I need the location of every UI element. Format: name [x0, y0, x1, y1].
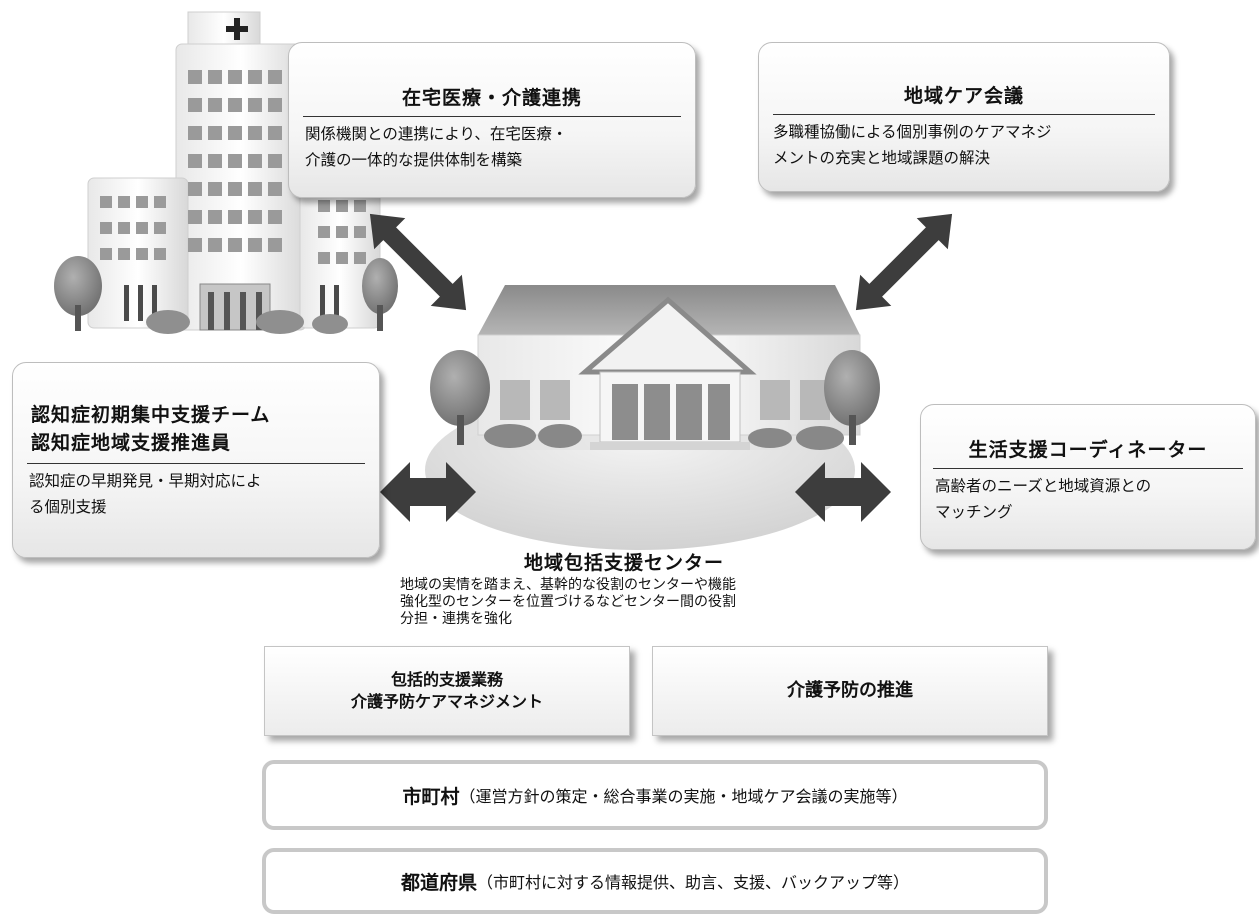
desc-line: 関係機関との連携により、在宅医療・ — [305, 125, 568, 143]
desc-line: 分担・連携を強化 — [400, 611, 512, 627]
divider — [933, 468, 1243, 469]
title-line: 認知症地域支援推進員 — [31, 432, 232, 454]
center-title: 地域包括支援センター — [524, 552, 725, 574]
municipality-bar: 市町村 （運営方針の策定・総合事業の実施・地域ケア会議の実施等） — [262, 760, 1048, 830]
double-headed-arrow-icon — [795, 462, 891, 522]
box-description: 関係機関との連携により、在宅医療・ 介護の一体的な提供体制を構築 — [289, 117, 695, 173]
community-care-meeting-box: 地域ケア会議 多職種協働による個別事例のケアマネジ メントの充実と地域課題の解決 — [758, 42, 1170, 192]
divider — [773, 114, 1155, 115]
box-description: 高齢者のニーズと地域資源との マッチング — [921, 469, 1255, 525]
desc-line: 多職種協働による個別事例のケアマネジ — [773, 123, 1052, 141]
title-line: 認知症初期集中支援チーム — [31, 404, 271, 426]
prefecture-label: 都道府県 — [400, 871, 477, 894]
service-label: 介護予防の推進 — [787, 680, 913, 701]
dementia-support-box: 認知症初期集中支援チーム 認知症地域支援推進員 認知症の早期発見・早期対応によ … — [12, 362, 380, 558]
desc-line: マッチング — [935, 503, 1013, 521]
desc-line: 高齢者のニーズと地域資源との — [935, 477, 1152, 495]
desc-line: 地域の実情を踏まえ、基幹的な役割のセンターや機能 — [400, 577, 736, 593]
life-support-coordinator-box: 生活支援コーディネーター 高齢者のニーズと地域資源との マッチング — [920, 404, 1256, 550]
service-line: 包括的支援業務 — [390, 670, 503, 689]
box-title: 在宅医療・介護連携 — [401, 87, 582, 109]
box-description: 多職種協働による個別事例のケアマネジ メントの充実と地域課題の解決 — [759, 115, 1169, 171]
hospital-building-icon — [54, 11, 398, 334]
prefecture-detail: （市町村に対する情報提供、助言、支援、バックアップ等） — [477, 873, 910, 892]
double-headed-arrow-icon — [369, 213, 467, 311]
home-medical-care-box: 在宅医療・介護連携 関係機関との連携により、在宅医療・ 介護の一体的な提供体制を… — [288, 42, 696, 198]
divider — [27, 463, 365, 464]
prevention-promotion-box: 介護予防の推進 — [652, 646, 1048, 736]
double-headed-arrow-icon — [380, 462, 476, 522]
prefecture-bar: 都道府県 （市町村に対する情報提供、助言、支援、バックアップ等） — [262, 848, 1048, 914]
box-title: 認知症初期集中支援チーム 認知症地域支援推進員 — [13, 363, 379, 457]
desc-line: 認知症の早期発見・早期対応によ — [29, 472, 262, 490]
box-description: 認知症の早期発見・早期対応によ る個別支援 — [13, 464, 379, 520]
box-title: 地域ケア会議 — [903, 85, 1024, 107]
center-description: 地域の実情を踏まえ、基幹的な役割のセンターや機能 強化型のセンターを位置づけるな… — [400, 577, 900, 628]
box-title: 生活支援コーディネーター — [968, 439, 1208, 461]
double-headed-arrow-icon — [855, 213, 953, 311]
desc-line: 強化型のセンターを位置づけるなどセンター間の役割 — [400, 594, 736, 610]
municipality-label: 市町村 — [402, 785, 460, 808]
desc-line: メントの充実と地域課題の解決 — [773, 149, 991, 167]
comprehensive-support-box: 包括的支援業務 介護予防ケアマネジメント — [264, 646, 630, 736]
desc-line: る個別支援 — [29, 498, 107, 516]
center-section: 地域包括支援センター 地域の実情を踏まえ、基幹的な役割のセンターや機能 強化型の… — [400, 548, 900, 628]
desc-line: 介護の一体的な提供体制を構築 — [305, 151, 523, 169]
divider — [303, 116, 681, 117]
municipality-detail: （運営方針の策定・総合事業の実施・地域ケア会議の実施等） — [459, 787, 908, 806]
community-center-building-icon — [425, 285, 880, 550]
service-line: 介護予防ケアマネジメント — [350, 692, 543, 711]
